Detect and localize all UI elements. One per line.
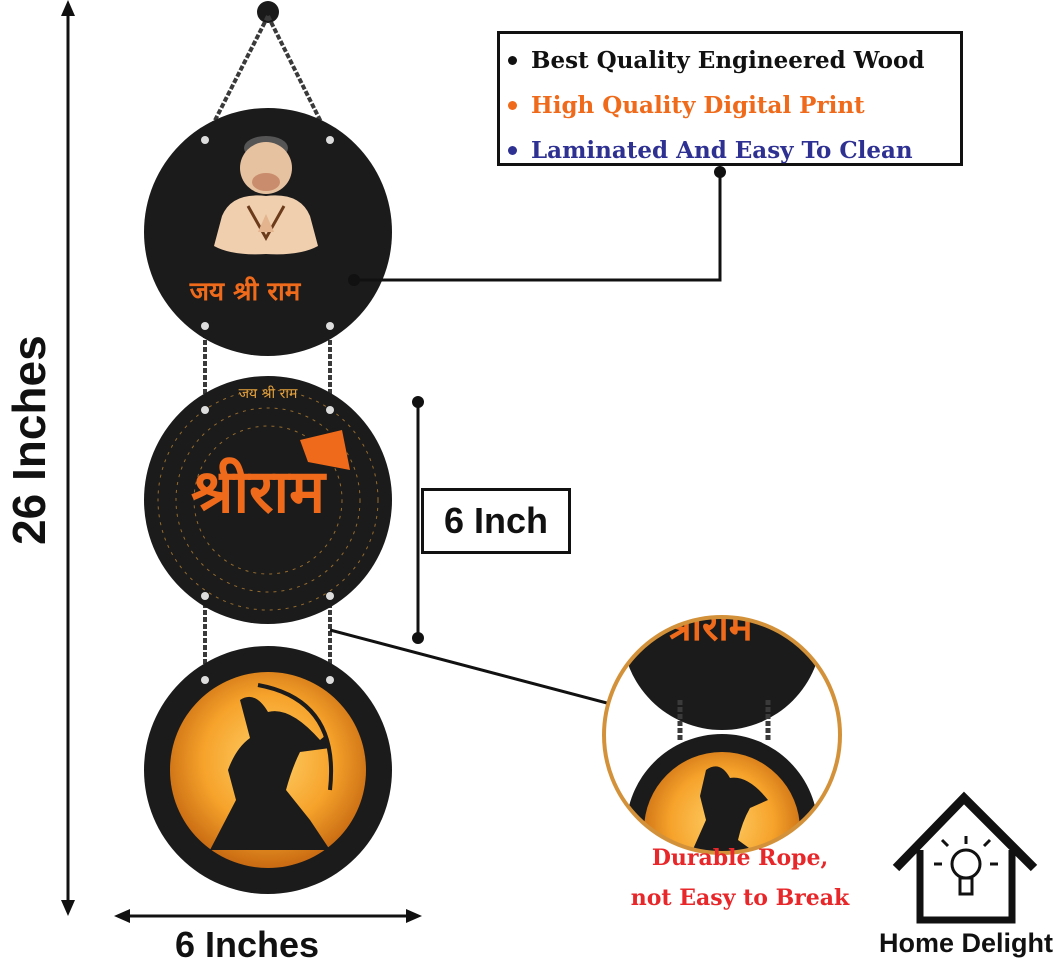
hanuman-plaque: जय श्री राम xyxy=(144,108,392,356)
feature-item: Best Quality Engineered Wood xyxy=(508,38,960,83)
height-label: 26 Inches xyxy=(3,335,55,545)
shri-ram-ring-text: जय श्री राम xyxy=(239,385,298,402)
bullet-icon xyxy=(508,146,517,155)
home-delight-logo-icon xyxy=(892,791,1038,924)
rope-note: Durable Rope, not Easy to Break xyxy=(600,838,880,918)
feature-pointer-line xyxy=(348,166,726,286)
brand-name: Home Delight xyxy=(878,928,1053,958)
feature-item: Laminated And Easy To Clean xyxy=(508,128,960,173)
features-box: Best Quality Engineered Wood High Qualit… xyxy=(497,31,963,166)
archer-plaque xyxy=(144,646,392,894)
feature-label: High Quality Digital Print xyxy=(531,92,865,119)
feature-label: Best Quality Engineered Wood xyxy=(531,47,925,74)
shri-ram-plaque: जय श्री राम श्रीराम xyxy=(144,376,392,624)
plaque-size-label: 6 Inch xyxy=(421,488,571,554)
feature-item: High Quality Digital Print xyxy=(508,83,960,128)
height-dimension-line xyxy=(61,0,75,916)
rope-note-line1: Durable Rope, xyxy=(651,845,829,871)
hanuman-plaque-text: जय श्री राम xyxy=(189,276,302,307)
width-label: 6 Inches xyxy=(175,924,320,965)
shri-ram-plaque-text: श्रीराम xyxy=(191,457,327,527)
bullet-icon xyxy=(508,101,517,110)
hanuman-figure xyxy=(214,136,318,255)
feature-label: Laminated And Easy To Clean xyxy=(531,137,913,164)
bullet-icon xyxy=(508,56,517,65)
plaque-dimension-line xyxy=(412,396,424,644)
archer-silhouette xyxy=(210,696,330,850)
width-dimension-line xyxy=(114,909,422,923)
rope-note-line2: not Easy to Break xyxy=(630,885,850,911)
